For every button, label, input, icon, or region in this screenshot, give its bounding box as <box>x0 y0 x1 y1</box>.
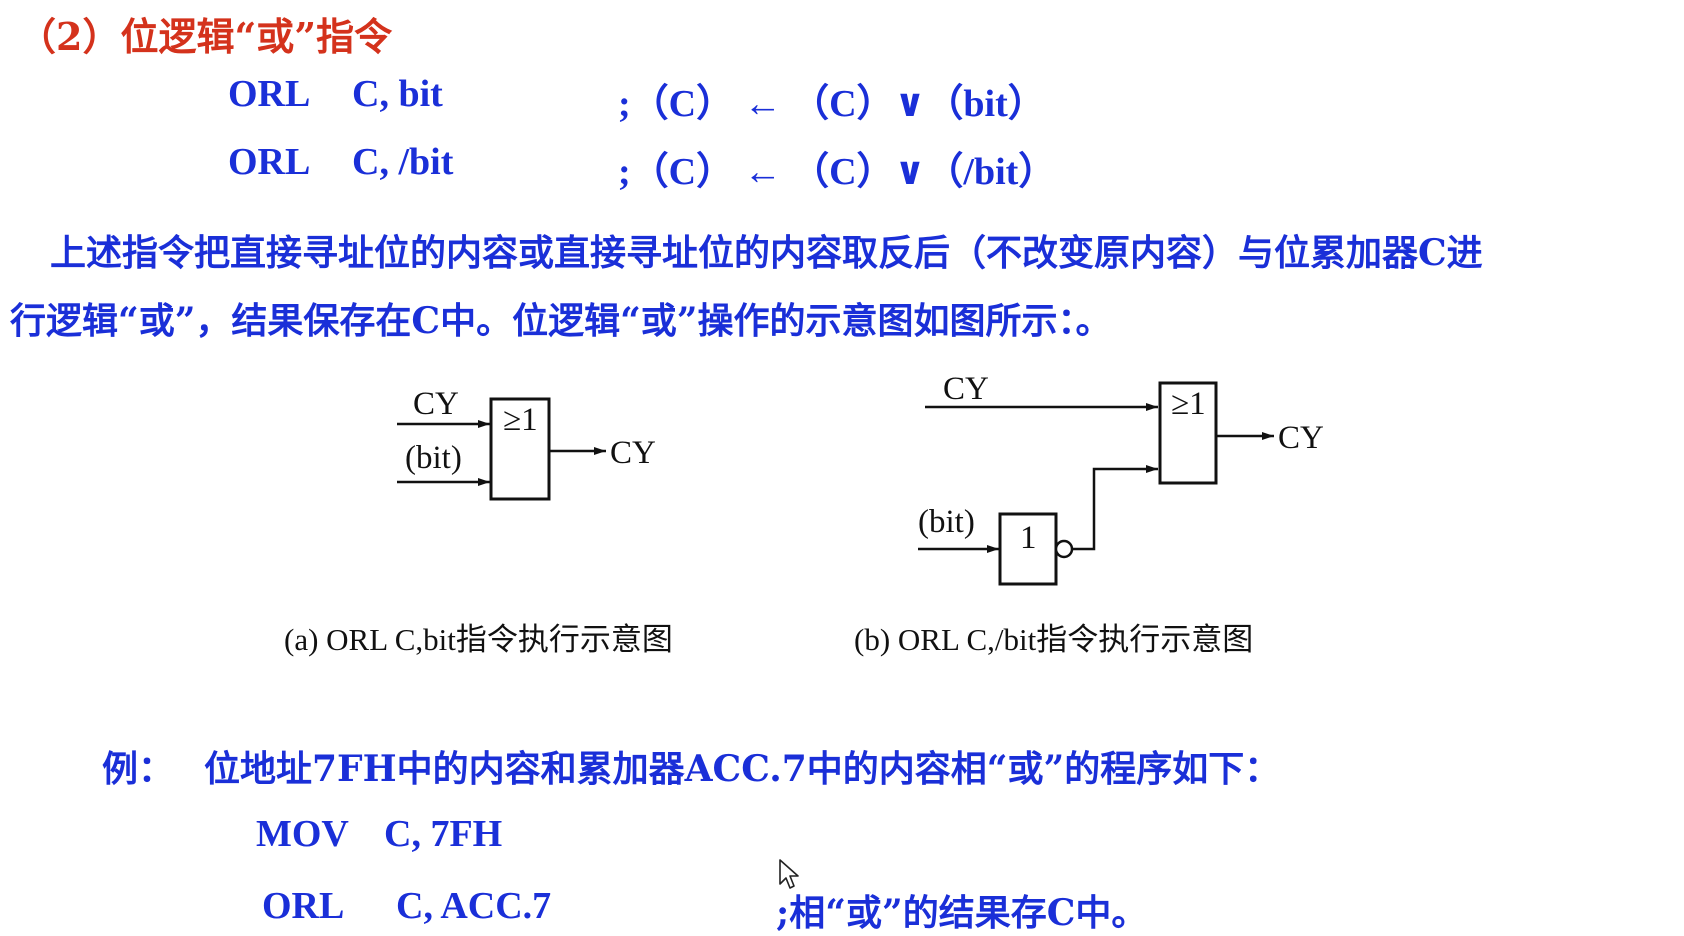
description-line-1: 上述指令把直接寻址位的内容或直接寻址位的内容取反后（不改变原内容）与位累加器C进 <box>50 232 1483 274</box>
example-op: ORL <box>262 885 345 927</box>
example-comment: ;相“或”的结果存C中。 <box>776 892 1148 934</box>
diagram-a-output-cy: CY <box>610 435 656 471</box>
instruction-comment: ;（C） ← （C）∨（/bit） <box>618 151 1057 193</box>
diagram-a-gate-label: ≥1 <box>503 402 538 438</box>
diagram-a-input-bit: (bit) <box>405 440 462 476</box>
instruction-operands: C, /bit <box>352 141 454 183</box>
example-operands: C, 7FH <box>384 813 503 855</box>
diagram-b-input-bit: (bit) <box>918 504 975 540</box>
instruction-op: ORL <box>228 73 311 115</box>
example-operands: C, ACC.7 <box>396 885 552 927</box>
diagram-b-not-output-line <box>1072 465 1158 551</box>
example-op: MOV <box>256 813 349 855</box>
diagram-a: CY (bit) ≥1 CY <box>397 386 656 501</box>
description-line-2: 行逻辑“或”，结果保存在C中。位逻辑“或”操作的示意图如图所示：。 <box>10 300 1112 342</box>
diagram-b-gate-label: ≥1 <box>1171 386 1206 422</box>
diagram-b-input-cy: CY <box>943 371 989 407</box>
diagram-b-not-label: 1 <box>1020 520 1037 556</box>
diagram-b-or-gate <box>1158 381 1218 485</box>
example-label: 例： <box>102 748 175 790</box>
diagram-a-or-gate <box>489 397 551 501</box>
diagram-b: CY ≥1 CY (bit) 1 <box>918 371 1324 586</box>
section-title: （2）位逻辑“或”指令 <box>18 14 393 59</box>
diagram-b-inversion-bubble <box>1054 539 1074 559</box>
diagram-a-caption: (a) ORL C,bit指令执行示意图 <box>284 622 673 657</box>
instruction-operands: C, bit <box>352 73 443 115</box>
diagram-b-output-cy: CY <box>1278 420 1324 456</box>
diagram-b-caption: (b) ORL C,/bit指令执行示意图 <box>854 622 1254 657</box>
mouse-pointer-icon <box>779 859 799 889</box>
diagram-a-input-cy: CY <box>413 386 459 422</box>
instruction-comment: ;（C） ← （C）∨（bit） <box>618 83 1046 125</box>
example-text: 位地址7FH中的内容和累加器ACC.7中的内容相“或”的程序如下： <box>204 748 1281 790</box>
instruction-op: ORL <box>228 141 311 183</box>
